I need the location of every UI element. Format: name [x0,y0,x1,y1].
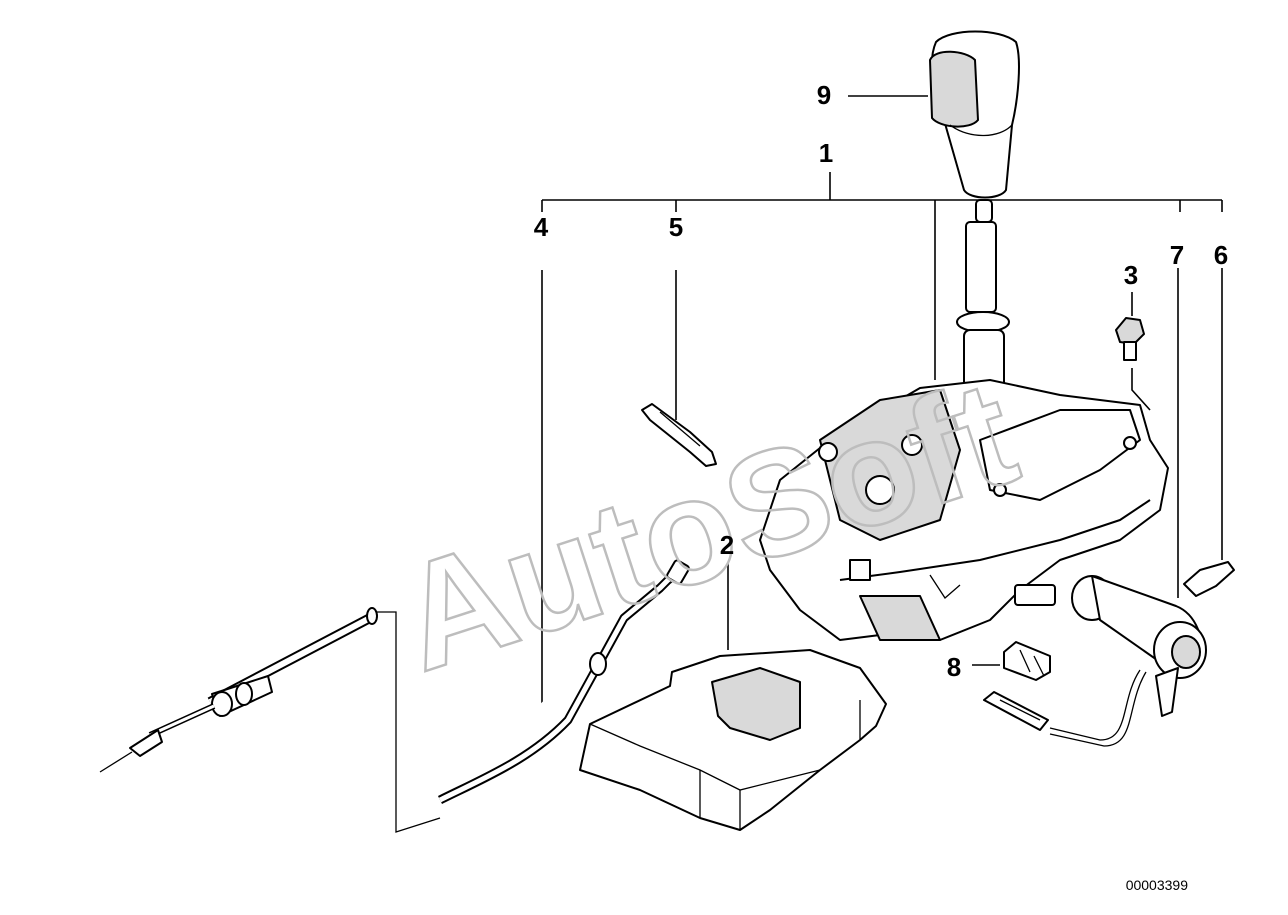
clip-part-6 [1183,561,1235,597]
callout-3: 3 [1124,260,1138,290]
callout-4: 4 [534,212,549,242]
leader-lines [372,95,1223,833]
shifter-housing [759,379,1169,641]
callout-1: 1 [819,138,833,168]
callout-7: 7 [1170,240,1184,270]
solenoid-connector [983,691,1049,731]
shift-lever [956,199,1010,391]
callout-8: 8 [947,652,961,682]
gear-knob [929,30,1020,199]
document-id: 00003399 [1126,877,1189,893]
group-bracket [541,172,1223,380]
callout-6: 6 [1214,240,1228,270]
bolt [1115,317,1145,361]
selector-cable [99,607,378,773]
bowden-cable [437,559,690,805]
callout-5: 5 [669,212,683,242]
connector-part-8 [1003,641,1051,681]
clip-part-5 [641,403,717,467]
trim-cover [579,649,887,831]
watermark: AutoSoft [380,347,1034,702]
callout-2: 2 [720,530,734,560]
interlock-solenoid [1049,575,1207,747]
callout-9: 9 [817,80,831,110]
